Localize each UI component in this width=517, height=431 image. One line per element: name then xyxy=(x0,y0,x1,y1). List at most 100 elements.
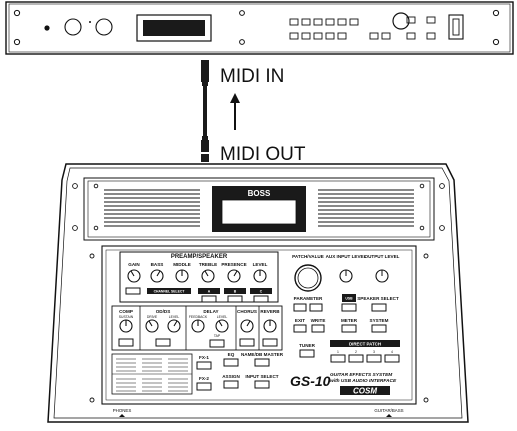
comp-button[interactable] xyxy=(118,338,134,347)
tuner-label: TUNER xyxy=(299,343,316,348)
meter-label: METER xyxy=(341,318,358,323)
patch-value-label: PATCH/VALUE xyxy=(292,254,324,259)
direct-patch-4-label: 4 xyxy=(391,350,393,354)
channel-c-label: C xyxy=(260,290,263,294)
direct-patch-2-label: 2 xyxy=(355,350,357,354)
guitar-jack-icon xyxy=(386,414,392,417)
knob-label-level: LEVEL xyxy=(253,262,268,267)
guitar-bass-label: GUITAR/BASS xyxy=(374,408,403,413)
rack-knob-icon xyxy=(95,18,113,36)
fx2-button[interactable] xyxy=(196,382,212,391)
rack-screw-icon xyxy=(13,9,21,17)
od-ds-button[interactable] xyxy=(155,338,171,347)
name-master-label: NAME/DB MASTER xyxy=(241,352,284,357)
comp-label: COMP xyxy=(119,309,133,314)
reverb-label: REVERB xyxy=(260,309,280,314)
rack-knob-icon xyxy=(64,18,82,36)
midi-in-label: MIDI IN xyxy=(220,66,284,87)
phones-label: PHONES xyxy=(113,408,132,413)
direct-patch-4-button[interactable] xyxy=(384,354,400,363)
eq-label: EQ xyxy=(228,352,235,357)
write-label: WRITE xyxy=(311,318,326,323)
midi-out-connector xyxy=(201,140,209,162)
section-preamp-title: PREAMP/SPEAKER xyxy=(171,254,228,260)
fx1-label: FX-1 xyxy=(199,355,209,360)
preamp-knob-row: GAIN BASS MIDDLE TREBLE PRESENCE LEVEL xyxy=(128,262,267,267)
parameter-left-button[interactable] xyxy=(293,303,307,312)
midi-in-connector xyxy=(201,60,209,82)
od-ds-label: OD/DS xyxy=(156,309,171,314)
reverb-button[interactable] xyxy=(262,338,278,347)
usb-button[interactable] xyxy=(341,303,357,312)
chorus-button[interactable] xyxy=(239,338,255,347)
meter-button[interactable] xyxy=(341,324,357,333)
direct-patch-label: DIRECT PATCH xyxy=(349,342,381,347)
rack-jack-icon xyxy=(44,25,50,31)
sustain-label: SUSTAIN xyxy=(119,315,134,319)
system-button[interactable] xyxy=(371,324,387,333)
delay-level-label: LEVEL xyxy=(217,315,228,319)
rack-screw-icon xyxy=(13,38,21,46)
channel-select-button[interactable] xyxy=(125,287,141,295)
eq-button[interactable] xyxy=(223,358,239,367)
patch-value-dial[interactable] xyxy=(294,264,322,292)
od-level-label: LEVEL xyxy=(169,315,180,319)
direct-patch-2-button[interactable] xyxy=(348,354,364,363)
rack-dial-icon xyxy=(392,12,410,30)
input-select-button[interactable] xyxy=(254,380,270,389)
parameter-right-button[interactable] xyxy=(309,303,323,312)
phones-jack-icon xyxy=(119,414,125,417)
tap-label: TAP xyxy=(214,334,221,338)
assign-button[interactable] xyxy=(223,380,239,389)
rack-unit xyxy=(5,1,514,55)
fx1-button[interactable] xyxy=(196,361,212,370)
output-level-label: OUTPUT LEVEL xyxy=(365,254,400,259)
speaker-select-button[interactable] xyxy=(371,303,387,312)
knob-label-treble: TREBLE xyxy=(199,262,217,267)
feedback-label: FEEDBACK xyxy=(189,315,208,319)
rack-screw-icon xyxy=(492,9,500,17)
midi-cable xyxy=(201,60,240,162)
direct-patch-1-button[interactable] xyxy=(330,354,346,363)
input-select-label: INPUT SELECT xyxy=(245,374,278,379)
delay-label: DELAY xyxy=(203,309,218,314)
channel-c-button[interactable] xyxy=(253,295,269,303)
fx2-label: FX-2 xyxy=(199,376,209,381)
channel-buttons: A B C xyxy=(198,288,272,303)
channel-select-label: CHANNEL SELECT xyxy=(154,290,186,294)
rack-power-switch xyxy=(448,14,464,40)
system-label: SYSTEM xyxy=(370,318,389,323)
direct-patch-1-label: 1 xyxy=(337,350,339,354)
brand-logo: BOSS xyxy=(248,189,271,198)
midi-out-label: MIDI OUT xyxy=(220,144,306,165)
direct-patch-3-label: 3 xyxy=(373,350,375,354)
assign-label: ASSIGN xyxy=(222,374,240,379)
channel-b-button[interactable] xyxy=(227,295,243,303)
exit-label: EXIT xyxy=(295,318,305,323)
tagline-line1: GUITAR EFFECTS SYSTEM xyxy=(330,372,393,378)
parameter-label: PARAMETER xyxy=(294,296,323,301)
delay-tap-button[interactable] xyxy=(209,339,225,348)
tagline-line2: with USB AUDIO INTERFACE xyxy=(330,378,397,384)
direct-patch-3-button[interactable] xyxy=(366,354,382,363)
direct-patch-buttons: 1 2 3 4 xyxy=(330,350,400,363)
tuner-button[interactable] xyxy=(299,349,315,358)
knob-label-bass: BASS xyxy=(151,262,164,267)
aux-input-level-label: AUX INPUT LEVEL xyxy=(326,254,367,259)
speaker-select-label: SPEAKER SELECT xyxy=(357,296,399,301)
drive-label: DRIVE xyxy=(147,315,158,319)
write-button[interactable] xyxy=(311,324,325,333)
name-master-button[interactable] xyxy=(254,358,270,367)
rack-screw-icon xyxy=(492,38,500,46)
exit-button[interactable] xyxy=(293,324,307,333)
chorus-label: CHORUS xyxy=(237,309,257,314)
model-name: GS-10 xyxy=(290,373,331,389)
channel-a-button[interactable] xyxy=(201,295,217,303)
knob-label-middle: MIDDLE xyxy=(173,262,191,267)
cosm-logo: COSM xyxy=(353,387,377,396)
channel-b-label: B xyxy=(234,290,237,294)
knob-label-gain: GAIN xyxy=(128,262,140,267)
knob-label-presence: PRESENCE xyxy=(221,262,246,267)
usb-label: USB xyxy=(345,297,353,301)
